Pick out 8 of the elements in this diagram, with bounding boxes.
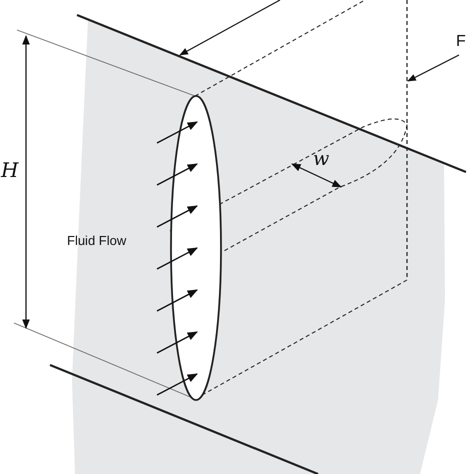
- dashed-line: [406, 0, 408, 280]
- leader-line: [407, 54, 460, 82]
- wall-line: [76, 14, 466, 174]
- dimension-label: w: [313, 150, 330, 169]
- flow-label: Fluid Flow: [67, 234, 126, 247]
- leader-line: [179, 0, 280, 56]
- leader-label: F: [456, 34, 466, 50]
- dimension-label: H: [1, 160, 18, 180]
